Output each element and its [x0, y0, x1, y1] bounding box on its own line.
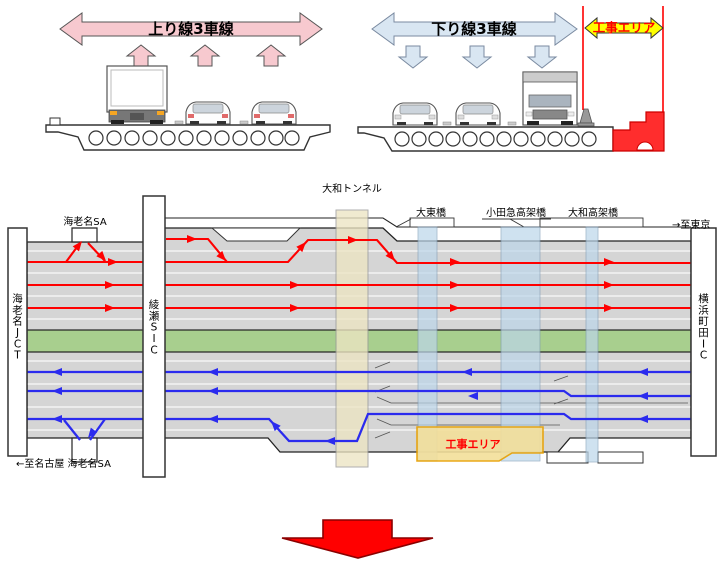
up-deck-cross-section	[45, 117, 331, 151]
down-line-double-arrow	[371, 12, 578, 46]
construction-area-label-plan: 工事エリア	[446, 437, 501, 451]
up-arrow-icon	[125, 44, 157, 67]
down-line-label: 下り線3車線	[431, 20, 516, 38]
deck-void-circles	[88, 130, 300, 146]
truck-rear-icon	[106, 65, 168, 124]
plan-view: 工事エリア	[7, 182, 717, 478]
sa-top-label: 海老名SA	[63, 215, 107, 228]
up-line-double-arrow	[59, 12, 323, 46]
car-rear-icon	[251, 101, 297, 125]
deck-void-circles	[394, 131, 597, 147]
down-arrow-icon	[461, 45, 493, 69]
bridge-box	[409, 217, 455, 228]
up-arrow-icon	[189, 44, 221, 67]
bridge-yamato-label: 大和高架橋	[568, 206, 618, 219]
bridge-daito-label: 大東橋	[416, 206, 446, 219]
tunnel-label: 大和トンネル	[322, 182, 382, 195]
up-line-section: 上り線3車線	[45, 12, 331, 151]
car-front-icon	[392, 102, 438, 126]
up-arrow-icons	[125, 44, 287, 67]
down-deck-cross-section	[357, 108, 665, 152]
up-arrow-icon	[255, 44, 287, 67]
construction-area-arrow	[584, 16, 664, 40]
car-rear-icon	[185, 101, 231, 125]
sa-ramp-top	[71, 227, 98, 243]
car-front-icon	[455, 102, 501, 126]
yokohama-machida-ic-bar	[690, 227, 717, 457]
ayase-sic-bar	[142, 195, 166, 478]
to-tokyo-label: →至東京	[672, 218, 710, 231]
emergency-bay	[210, 227, 302, 242]
down-arrow-icon	[397, 45, 429, 69]
truck-front-icon	[522, 71, 578, 126]
to-nagoya-label: ←至名古屋 海老名SA	[16, 457, 111, 470]
bridge-band-odakyu	[500, 226, 541, 462]
down-line-section: 下り線3車線 工事エリア	[357, 6, 665, 152]
down-arrow-icon	[526, 45, 558, 69]
traffic-cone-icon	[577, 108, 595, 127]
bridge-box	[539, 217, 644, 228]
big-down-arrow	[281, 519, 434, 559]
up-line-label: 上り線3車線	[148, 20, 233, 38]
construction-area-box	[416, 426, 544, 462]
sa-ramp-bottom	[71, 437, 98, 463]
down-arrow-icons	[397, 45, 558, 69]
viaduct-under-box	[546, 451, 589, 464]
construction-edge-red	[612, 111, 665, 152]
ebina-jct-bar	[7, 227, 28, 457]
bridge-odakyu-label: 小田急高架橋	[486, 206, 546, 219]
viaduct-under-box	[597, 451, 644, 464]
construction-area-label-top: 工事エリア	[593, 20, 656, 35]
